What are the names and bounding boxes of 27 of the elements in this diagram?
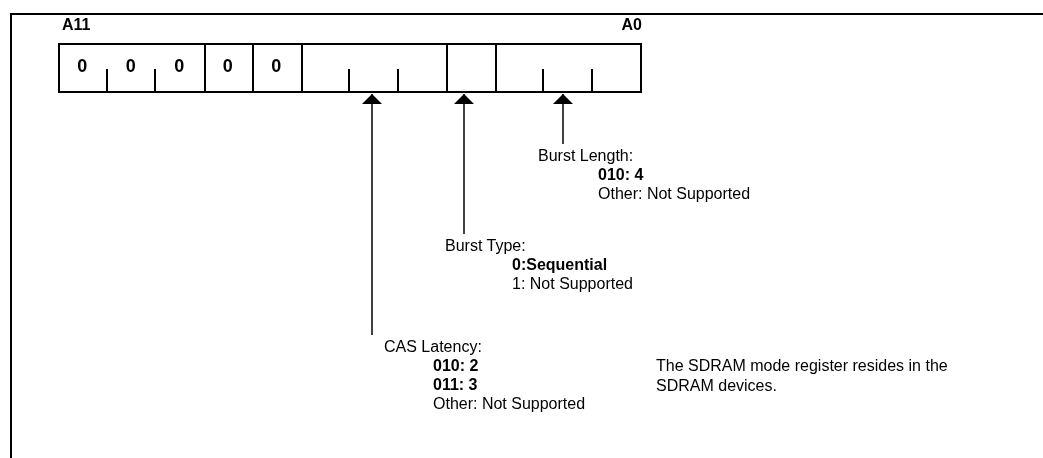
field-value: 011: 3 — [433, 375, 478, 394]
bit-value: 0 — [222, 55, 233, 77]
register-field — [446, 43, 497, 93]
field-name: Burst Type: — [445, 236, 526, 255]
bit-value: 0 — [125, 55, 136, 77]
bit-value: 0 — [174, 55, 185, 77]
arrow — [362, 93, 382, 336]
field-value: Other: Not Supported — [433, 394, 586, 413]
field-name: Burst Length: — [538, 146, 634, 165]
field-value: 010: 2 — [433, 356, 479, 375]
note-text: The SDRAM mode register resides in the SDRAM devices. — [656, 356, 949, 396]
bit-label: A11 — [62, 16, 91, 34]
bit-value: 0 — [271, 55, 282, 77]
register-field — [203, 43, 254, 93]
field-value: 1: Not Supported — [512, 274, 633, 293]
register-field — [58, 43, 206, 93]
bit-value: 0 — [77, 55, 88, 77]
register-field — [252, 43, 303, 93]
field-value: 0:Sequential — [512, 255, 608, 274]
arrow — [454, 93, 474, 235]
bit-label: A0 — [621, 16, 642, 34]
field-name: CAS Latency: — [384, 337, 482, 356]
register-field — [300, 43, 448, 93]
field-value: Other: Not Supported — [598, 184, 751, 203]
field-value: 010: 4 — [598, 165, 644, 184]
register-field — [494, 43, 642, 93]
arrow — [553, 93, 573, 145]
